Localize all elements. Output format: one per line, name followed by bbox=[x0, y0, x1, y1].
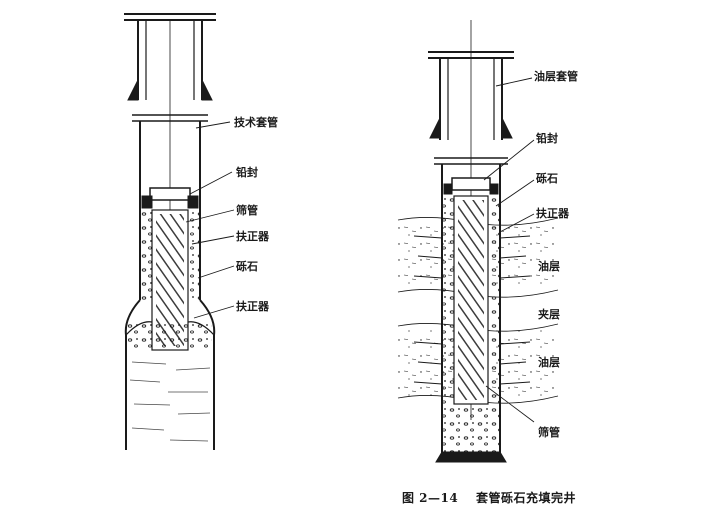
label-oil-casing: 油层套管 bbox=[534, 70, 578, 83]
label-centralizer-upper: 扶正器 bbox=[236, 230, 269, 243]
label-oil-layer-upper: 油层 bbox=[538, 260, 560, 273]
label-screen-right: 筛管 bbox=[538, 426, 560, 439]
label-interlayer: 夹层 bbox=[538, 308, 560, 321]
figure-title: 套管砾石充填完井 bbox=[476, 491, 577, 505]
label-tech-casing: 技术套管 bbox=[234, 116, 278, 129]
left-well bbox=[124, 13, 235, 450]
label-centralizer-right: 扶正器 bbox=[536, 207, 569, 220]
label-gravel-left: 砾石 bbox=[236, 260, 258, 273]
figure-number: 图 2—14 bbox=[402, 491, 459, 505]
label-oil-layer-lower: 油层 bbox=[538, 356, 560, 369]
label-lead-seal-left: 铅封 bbox=[236, 166, 258, 179]
label-centralizer-lower: 扶正器 bbox=[236, 300, 269, 313]
label-screen-left: 筛管 bbox=[236, 204, 258, 217]
right-well bbox=[397, 20, 559, 463]
label-gravel-right: 砾石 bbox=[536, 172, 558, 185]
label-lead-seal-right: 铅封 bbox=[536, 132, 558, 145]
